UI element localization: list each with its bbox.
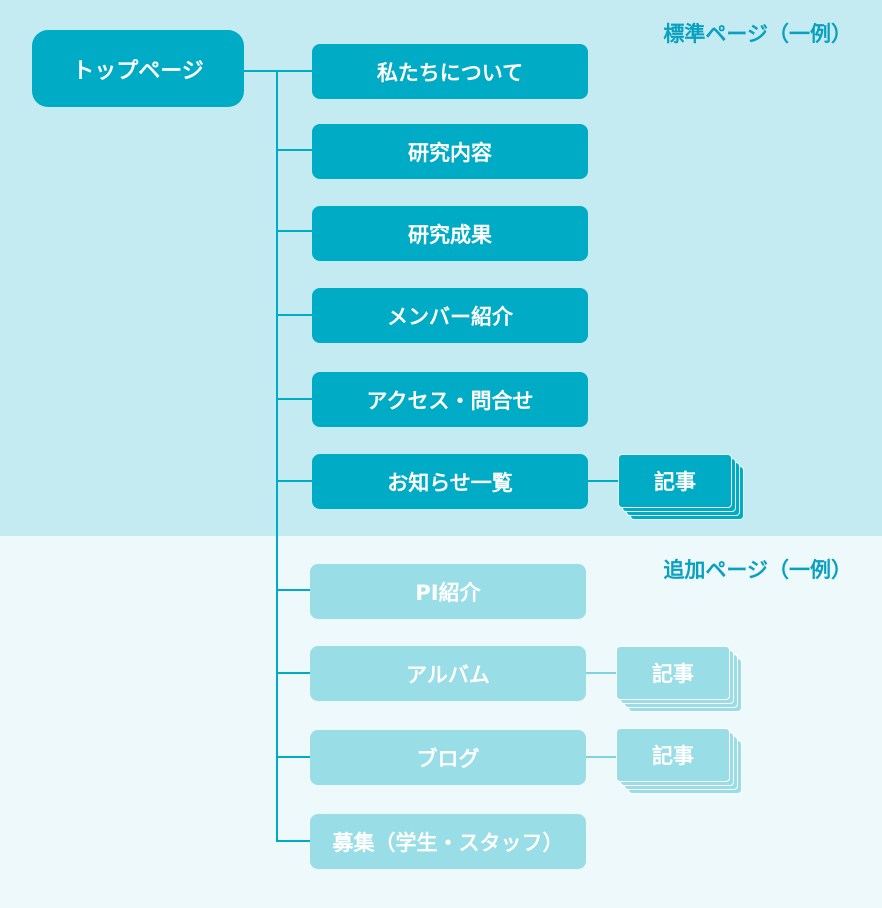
article-label: 記事 — [654, 470, 696, 494]
page-node-recruit: 募集（学生・スタッフ） — [310, 814, 586, 869]
page-node-blog: ブログ — [310, 730, 586, 785]
page-node-album: アルバム — [310, 646, 586, 701]
article-connector — [586, 672, 618, 674]
article-stack-blog: 記事 — [616, 728, 744, 794]
trunk-line-standard — [276, 70, 278, 536]
branch-line — [276, 756, 310, 758]
branch-line — [276, 480, 312, 482]
article-label: 記事 — [652, 662, 694, 686]
extra-pages-label: 追加ページ（一例） — [663, 558, 852, 582]
page-node-research: 研究内容 — [312, 124, 588, 179]
connector-top — [244, 70, 278, 72]
branch-line — [276, 398, 312, 400]
article-connector — [586, 756, 618, 758]
branch-line — [276, 230, 312, 232]
page-node-news: お知らせ一覧 — [312, 454, 588, 509]
branch-line — [276, 840, 310, 842]
page-node-about: 私たちについて — [312, 44, 588, 99]
standard-pages-label: 標準ページ（一例） — [663, 22, 852, 46]
article-stack-news: 記事 — [618, 454, 746, 520]
article-label: 記事 — [652, 744, 694, 768]
article-stack-album: 記事 — [616, 646, 744, 712]
branch-line — [276, 589, 310, 591]
page-node-access: アクセス・問合せ — [312, 372, 588, 427]
article-connector — [588, 480, 620, 482]
top-page-node: トップページ — [32, 30, 244, 107]
page-node-pi: PI紹介 — [310, 564, 586, 619]
branch-line — [276, 70, 312, 72]
branch-line — [276, 314, 312, 316]
branch-line — [276, 149, 312, 151]
page-node-results: 研究成果 — [312, 206, 588, 261]
branch-line — [276, 672, 310, 674]
page-node-members: メンバー紹介 — [312, 288, 588, 343]
trunk-line-extra — [276, 536, 278, 841]
